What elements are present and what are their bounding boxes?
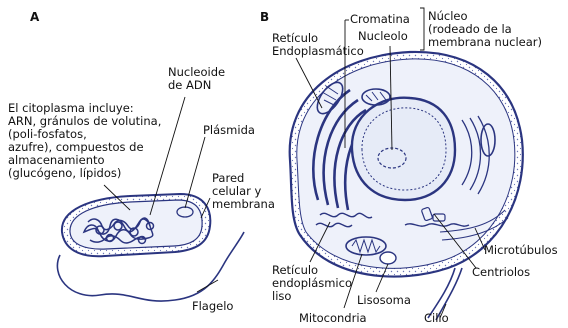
nucleolus-label: Nucleolo [358, 30, 408, 43]
panel-label-b: B [260, 10, 269, 24]
nucleoid-label: Nucleoide de ADN [168, 66, 225, 92]
cytoplasm-label: El citoplasma incluye: ARN, gránulos de … [8, 102, 161, 180]
cell-wall-label: Pared celular y membrana [212, 172, 275, 211]
mitochondria-label: Mitocondria [299, 312, 367, 325]
plasmid-label: Plásmida [203, 124, 255, 137]
nucleus-bracket [420, 8, 424, 50]
chromatin-label: Cromatina [350, 13, 410, 26]
lysosome [380, 252, 396, 264]
flagellum-leader [197, 280, 218, 292]
cilium-label: Cilio [424, 312, 449, 325]
lysosome-label: Lisosoma [357, 294, 411, 307]
microtubules-label: Microtúbulos [484, 244, 558, 257]
nucleus [352, 98, 455, 200]
flagellum-label: Flagelo [192, 300, 233, 313]
smooth-er-label: Retículo endoplásmico liso [272, 264, 352, 303]
centrioles-label: Centriolos [472, 266, 530, 279]
nucleus-label: Núcleo (rodeado de la membrana nuclear) [428, 10, 542, 49]
rough-er-label: Retículo Endoplasmático [272, 32, 364, 58]
panel-label-a: A [30, 10, 39, 24]
